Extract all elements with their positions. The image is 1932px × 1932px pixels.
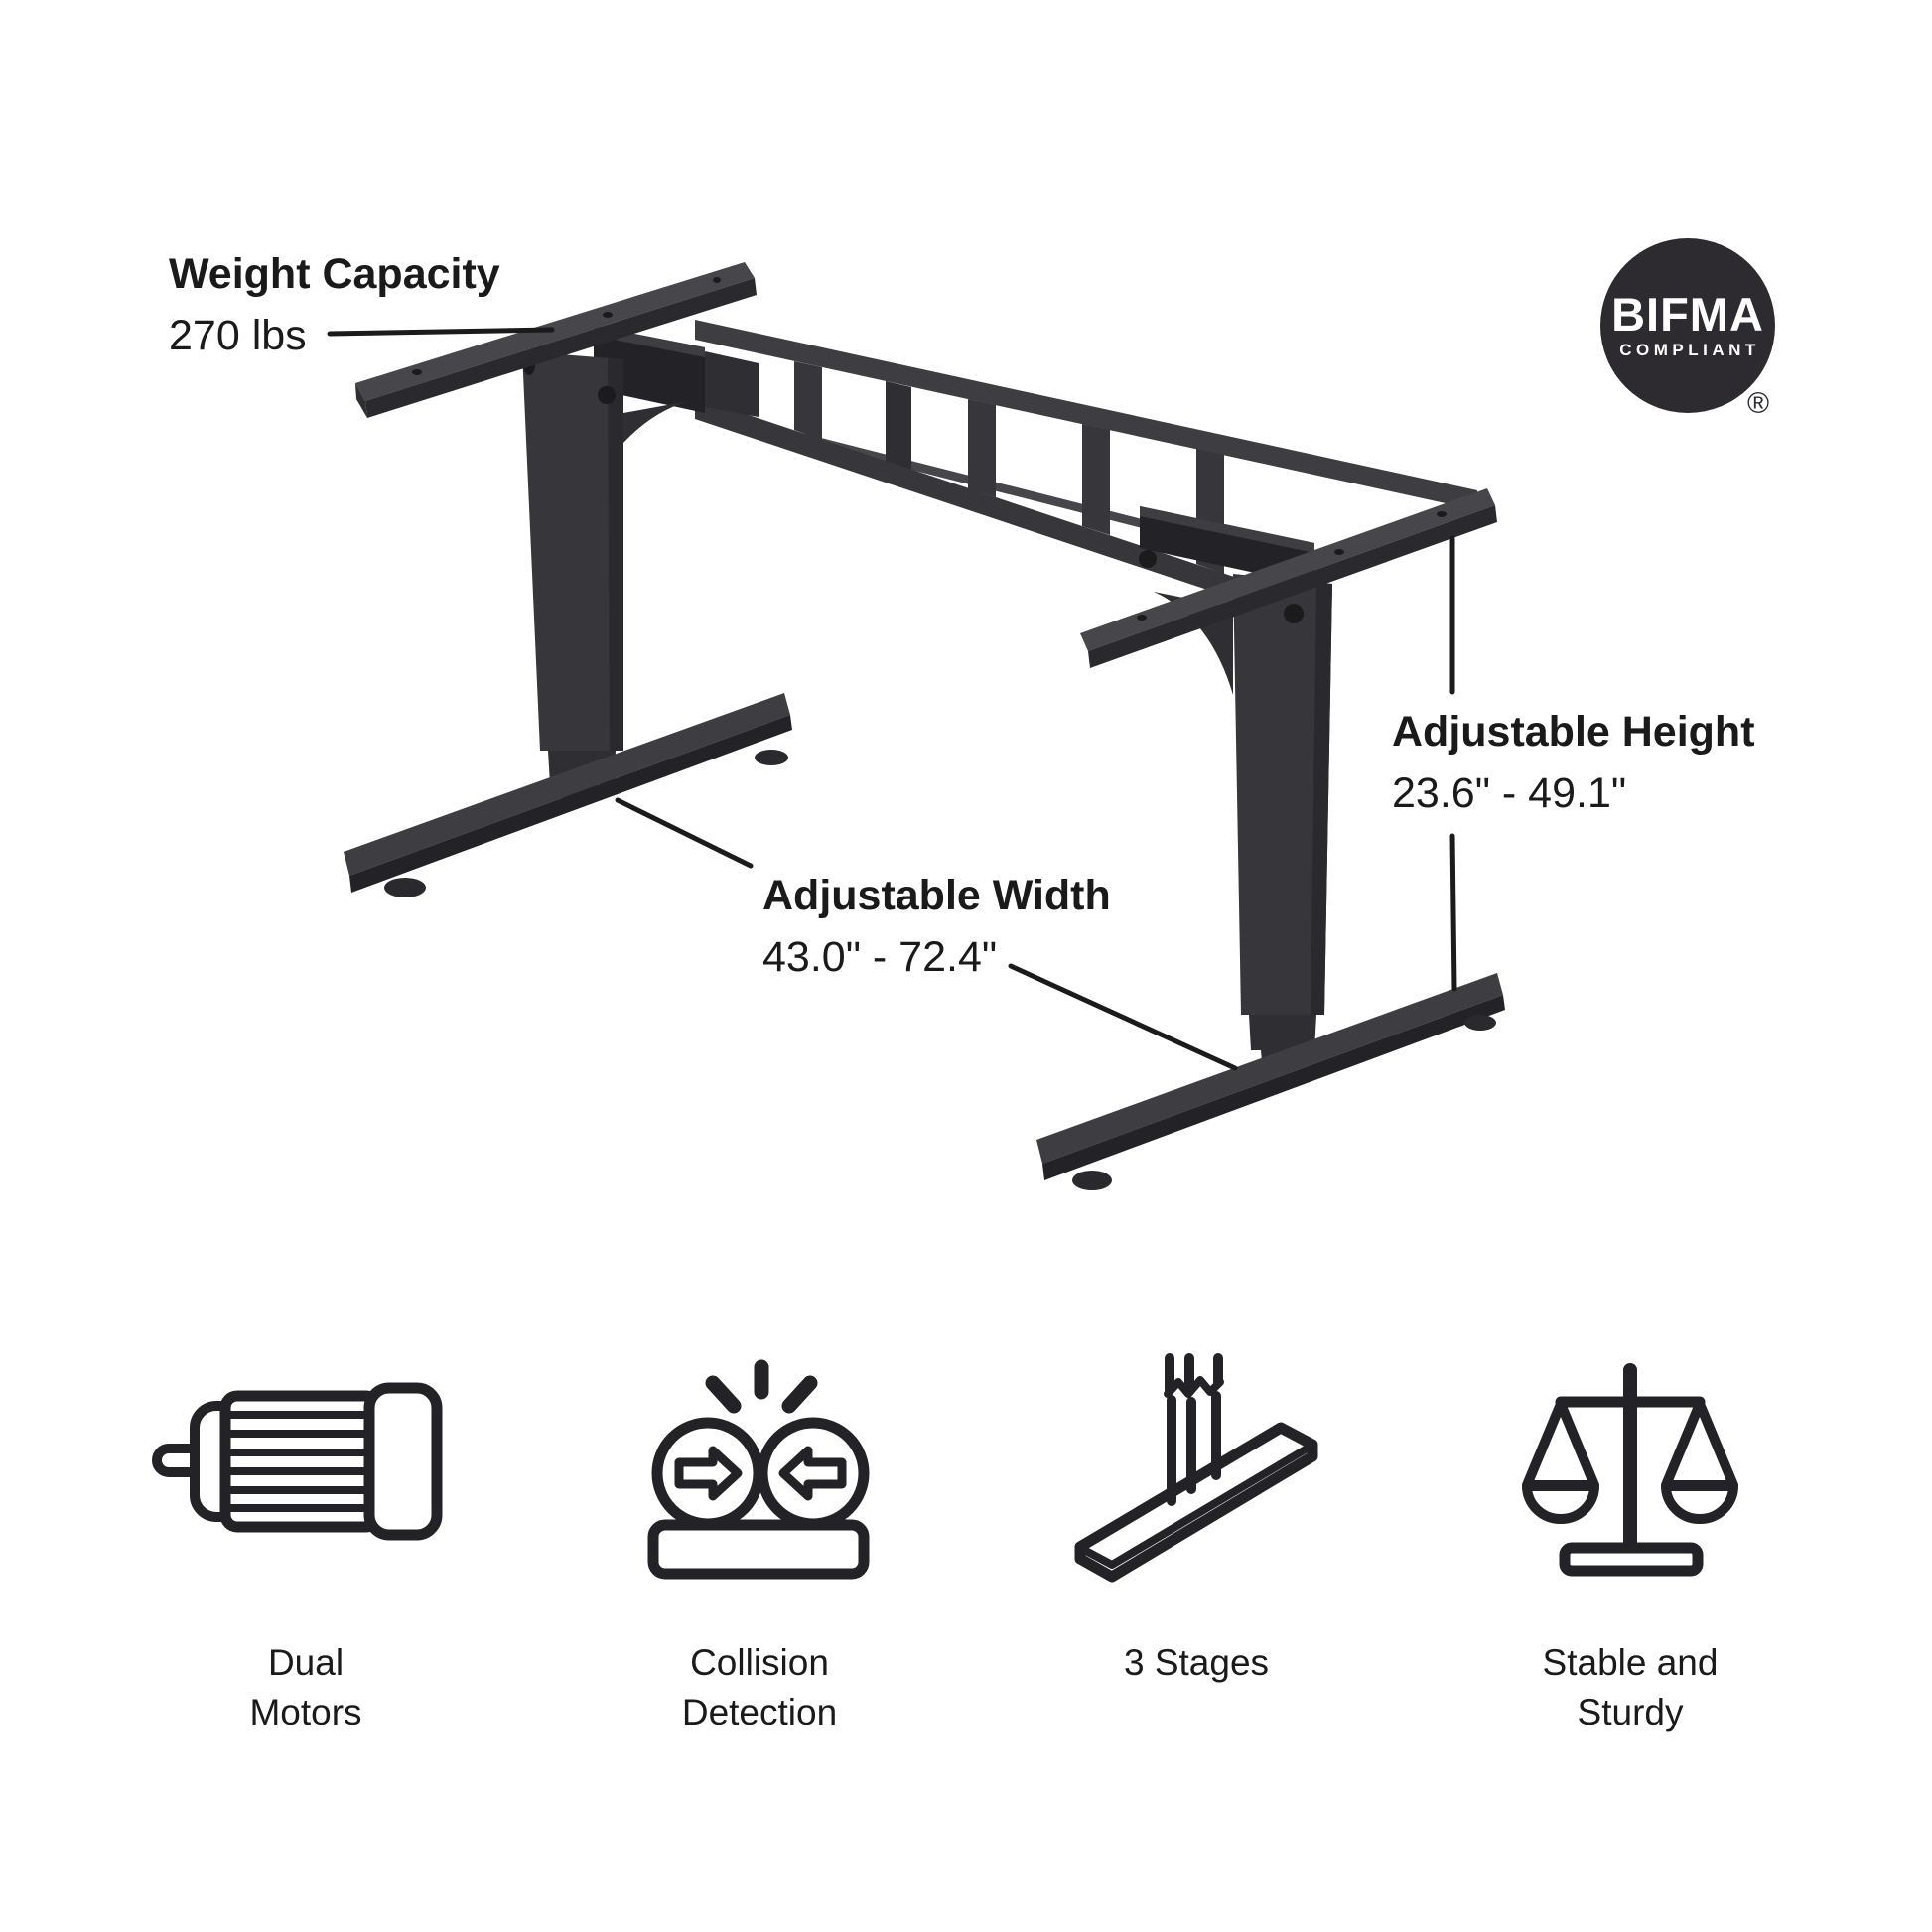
feature-label-line: 3 Stages: [1123, 1642, 1270, 1683]
bifma-badge-subtitle: COMPLIANT: [1619, 341, 1760, 359]
feature-label-line: Collision: [690, 1642, 829, 1683]
adjustable-width-leader-line-right: [1008, 963, 1238, 1071]
registered-trademark-symbol: ®: [1747, 387, 1770, 420]
adjustable-height-title: Adjustable Height: [1392, 708, 1755, 756]
bifma-badge: BIFMA COMPLIANT: [1600, 238, 1775, 413]
adjustable-width-annotation: Adjustable Width 43.0" - 72.4": [762, 865, 1111, 988]
left-leg: [344, 262, 792, 897]
adjustable-width-value: 43.0" - 72.4": [762, 933, 998, 981]
adjustable-width-leader-line-left: [615, 797, 754, 869]
right-leg: [1036, 488, 1505, 1190]
collision-detection-icon: [647, 1359, 870, 1580]
feature-label-line: Detection: [681, 1692, 838, 1732]
adjustable-width-title: Adjustable Width: [762, 872, 1111, 919]
bifma-badge-title: BIFMA: [1611, 288, 1764, 341]
feature-label-line: Sturdy: [1577, 1692, 1684, 1732]
balance-scale-icon: [1522, 1363, 1738, 1577]
feature-label-line: Motors: [249, 1692, 362, 1732]
feature-label-dual-motors: Dual Motors: [127, 1638, 484, 1737]
three-stages-icon: [1074, 1353, 1318, 1583]
weight-capacity-value: 270 lbs: [169, 312, 307, 359]
beam: [594, 320, 1477, 604]
adjustable-height-leader-line-bottom: [1449, 833, 1457, 992]
motor-icon: [152, 1382, 443, 1541]
weight-capacity-title: Weight Capacity: [169, 250, 500, 298]
feature-label-line: Stable and: [1542, 1642, 1719, 1683]
feature-label-stable-sturdy: Stable and Sturdy: [1451, 1638, 1809, 1737]
weight-capacity-annotation: Weight Capacity 270 lbs: [169, 243, 500, 366]
weight-capacity-leader-line: [327, 327, 555, 337]
feature-label-three-stages: 3 Stages: [1018, 1638, 1375, 1688]
feature-label-collision-detection: Collision Detection: [581, 1638, 938, 1737]
adjustable-height-annotation: Adjustable Height 23.6" - 49.1": [1392, 701, 1755, 824]
adjustable-height-value: 23.6" - 49.1": [1392, 769, 1627, 817]
feature-label-line: Dual: [267, 1642, 345, 1683]
